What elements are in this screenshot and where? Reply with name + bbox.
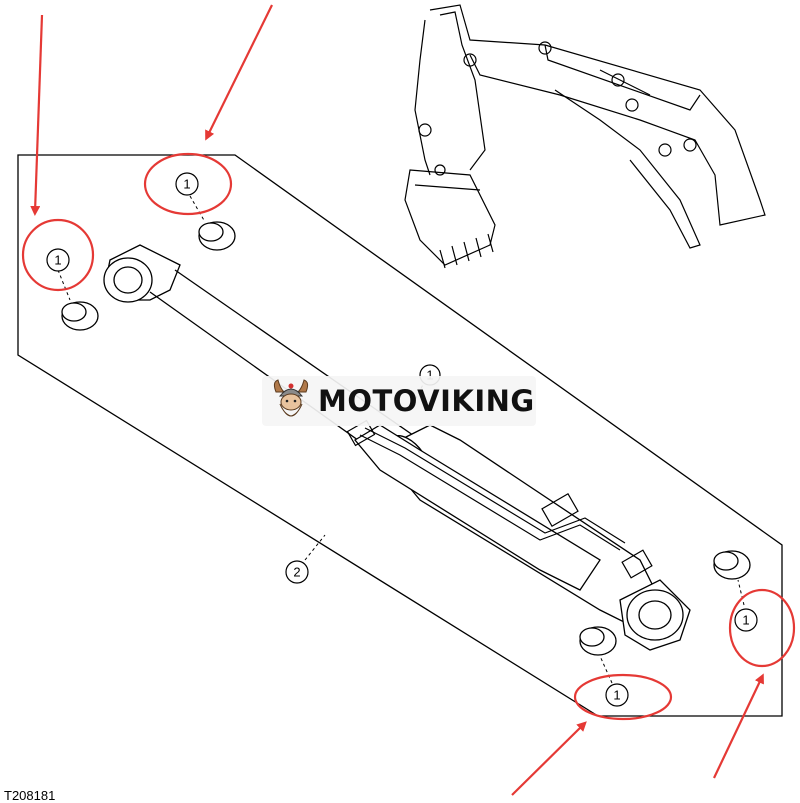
callout-bushing-right: 1 <box>734 608 758 632</box>
svg-text:1: 1 <box>613 688 620 703</box>
callout-cylinder-assembly: 2 <box>285 560 309 584</box>
motoviking-watermark: MOTOVIKING <box>262 376 536 426</box>
highlight-ellipse-top-left <box>21 218 95 292</box>
bushing-right <box>713 550 751 580</box>
viking-head-icon <box>273 379 309 417</box>
cylinder-base-eye <box>619 579 691 651</box>
svg-text:1: 1 <box>54 253 61 268</box>
hydraulic-lines <box>346 419 653 579</box>
callout-bushing-top: 1 <box>175 172 199 196</box>
svg-text:1: 1 <box>183 177 190 192</box>
callout-bushing-bottom: 1 <box>605 683 629 707</box>
parts-boundary <box>17 154 783 717</box>
callout-bushing-top-left: 1 <box>46 248 70 272</box>
highlight-ellipse-bottom <box>573 673 673 721</box>
highlight-arrows <box>30 4 764 796</box>
highlight-ellipse-right <box>728 588 796 668</box>
bushing-top <box>198 221 236 251</box>
highlight-markers <box>21 152 796 721</box>
bushing-top-left <box>61 301 99 331</box>
brand-name: MOTOVIKING <box>318 384 535 418</box>
svg-text:1: 1 <box>742 613 749 628</box>
figure-id: T208181 <box>4 788 56 803</box>
arrow-top-left <box>30 14 44 216</box>
excavator-arm-sketch <box>404 4 766 269</box>
arrow-bottom <box>511 721 587 796</box>
svg-text:2: 2 <box>293 565 300 580</box>
bushing-bottom <box>579 626 617 656</box>
rod-eye <box>103 244 181 303</box>
arrow-top <box>205 4 273 141</box>
highlight-ellipse-top <box>143 152 233 216</box>
arrow-right <box>713 673 764 779</box>
svg-text:1: 1 <box>426 368 433 383</box>
